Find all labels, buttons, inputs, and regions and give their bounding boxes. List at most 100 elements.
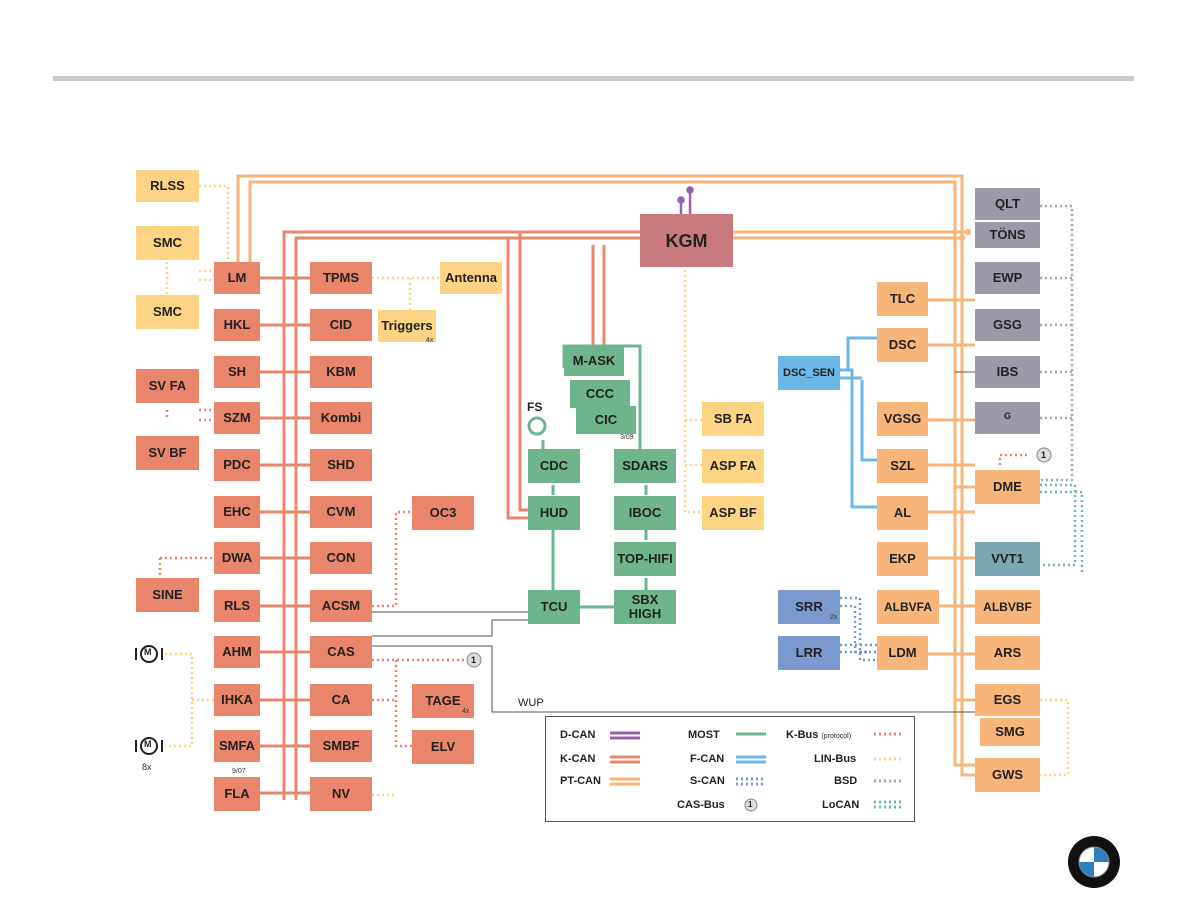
ecu-shd: SHD (310, 449, 372, 481)
k-bus-lines (158, 408, 1030, 748)
ecu-sb-fa: SB FA (702, 402, 764, 436)
ecu-hud: HUD (528, 496, 580, 530)
lin-bus-lines (165, 184, 1070, 797)
wup-label: WUP (518, 697, 544, 709)
ecu-ca: CA (310, 684, 372, 716)
ecu-qlt: QLT (975, 188, 1040, 220)
ecu-m-ask: M-ASK (564, 346, 624, 376)
motor-count: 8x (142, 762, 152, 772)
legend-locan: LoCAN (822, 799, 860, 811)
ecu-sdars: SDARS (614, 449, 676, 483)
ecu-cid: CID (310, 309, 372, 341)
ecu-cic: CIC (576, 406, 636, 434)
locan-lines (1040, 483, 1084, 572)
ecu-ccc: CCC (570, 380, 630, 408)
legend-swatches (610, 731, 904, 812)
fla-date-note: 9/07 (232, 768, 246, 775)
ecu-ldm: LDM (877, 636, 928, 670)
ecu-smfa: SMFA (214, 730, 260, 762)
ecu-ehc: EHC (214, 496, 260, 528)
ecu-asp-bf: ASP BF (702, 496, 764, 530)
ecu-ibs: IBS (975, 356, 1040, 388)
ecu-albvbf: ALBVBF (975, 590, 1040, 624)
ecu-dsc: DSC (877, 328, 928, 362)
junction-dots (959, 229, 971, 241)
motor-symbols (135, 645, 163, 755)
ecu-albvfa: ALBVFA (877, 590, 939, 624)
k-can-lines (260, 230, 640, 800)
ecu-sv-bf: SV BF (136, 436, 199, 470)
ecu-ahm: AHM (214, 636, 260, 668)
d-can-lines (677, 186, 694, 214)
ecu-ihka: IHKA (214, 684, 260, 716)
ecu-ars: ARS (975, 636, 1040, 670)
ecu-iboc: IBOC (614, 496, 676, 530)
ecu-lm: LM (214, 262, 260, 294)
ecu-gws: GWS (975, 758, 1040, 792)
f-can-lines (840, 336, 877, 509)
ecu-ewp: EWP (975, 262, 1040, 294)
legend-s-can: S-CAN (690, 775, 725, 787)
ecu-al: AL (877, 496, 928, 530)
ecu-antenna: Antenna (440, 262, 502, 294)
ecu-asp-fa: ASP FA (702, 449, 764, 483)
ecu-sbx-high: SBX HIGH (614, 590, 676, 624)
ecu-acsm: ACSM (310, 590, 372, 622)
ecu-hkl: HKL (214, 309, 260, 341)
ecu-srr: SRR (778, 590, 840, 624)
ecu-tcu: TCU (528, 590, 580, 624)
ecu-smc-1: SMC (136, 226, 199, 260)
ecu-szl: SZL (877, 449, 928, 483)
ecu-kgm: KGM (640, 214, 733, 267)
ecu-smg: SMG (980, 718, 1040, 746)
motor-icon-1: M (144, 647, 152, 657)
motor-icon-2: M (144, 739, 152, 749)
cas-bus-markers (466, 447, 1052, 668)
ecu-egs: EGS (975, 684, 1040, 716)
ecu-sh: SH (214, 356, 260, 388)
ecu-lrr: LRR (778, 636, 840, 670)
generator-icon: G (1004, 411, 1012, 421)
ecu-kombi: Kombi (310, 402, 372, 434)
ecu-tpms: TPMS (310, 262, 372, 294)
ecu-vgsg: VGSG (877, 402, 928, 436)
ecu-tons: TÖNS (975, 222, 1040, 248)
legend-k-bus-note: (protocol) (821, 733, 852, 740)
s-can-lines (840, 596, 877, 662)
legend-cas-bus-num: 1 (748, 800, 753, 809)
ecu-cdc: CDC (528, 449, 580, 483)
cic-date-note: 3/09 (620, 434, 634, 441)
ecu-nv: NV (310, 777, 372, 811)
ecu-generator (975, 402, 1040, 434)
ecu-elv: ELV (412, 730, 474, 764)
ecu-dwa: DWA (214, 542, 260, 574)
legend: D-CAN K-CAN PT-CAN MOST F-CAN S-CAN CAS-… (545, 716, 915, 822)
legend-d-can: D-CAN (560, 729, 596, 741)
cas-bus-marker-2: 1 (1041, 450, 1047, 460)
ecu-cvm: CVM (310, 496, 372, 528)
ecu-cas: CAS (310, 636, 372, 668)
ecu-triggers: Triggers (378, 310, 436, 342)
bsd-lines (1040, 204, 1074, 482)
legend-bsd: BSD (834, 775, 858, 787)
ecu-gsg: GSG (975, 309, 1040, 341)
srr-count: 2x (830, 614, 838, 621)
legend-cas-bus: CAS-Bus (677, 799, 725, 811)
ecu-smc-2: SMC (136, 295, 199, 329)
triggers-count: 4x (426, 337, 434, 344)
thin-wires (372, 371, 975, 713)
legend-k-can: K-CAN (560, 753, 596, 765)
ecu-sv-fa: SV FA (136, 369, 199, 403)
legend-lin-bus: LIN-Bus (814, 753, 857, 765)
ecu-ekp: EKP (877, 542, 928, 576)
cas-bus-marker-1: 1 (471, 655, 477, 665)
ecu-dme: DME (975, 470, 1040, 504)
ecu-con: CON (310, 542, 372, 574)
legend-f-can: F-CAN (690, 753, 725, 765)
tage-count: 4x (462, 708, 470, 715)
ecu-vvt1: VVT1 (975, 542, 1040, 576)
ecu-smbf: SMBF (310, 730, 372, 762)
ecu-top-hifi: TOP-HIFI (614, 542, 676, 576)
